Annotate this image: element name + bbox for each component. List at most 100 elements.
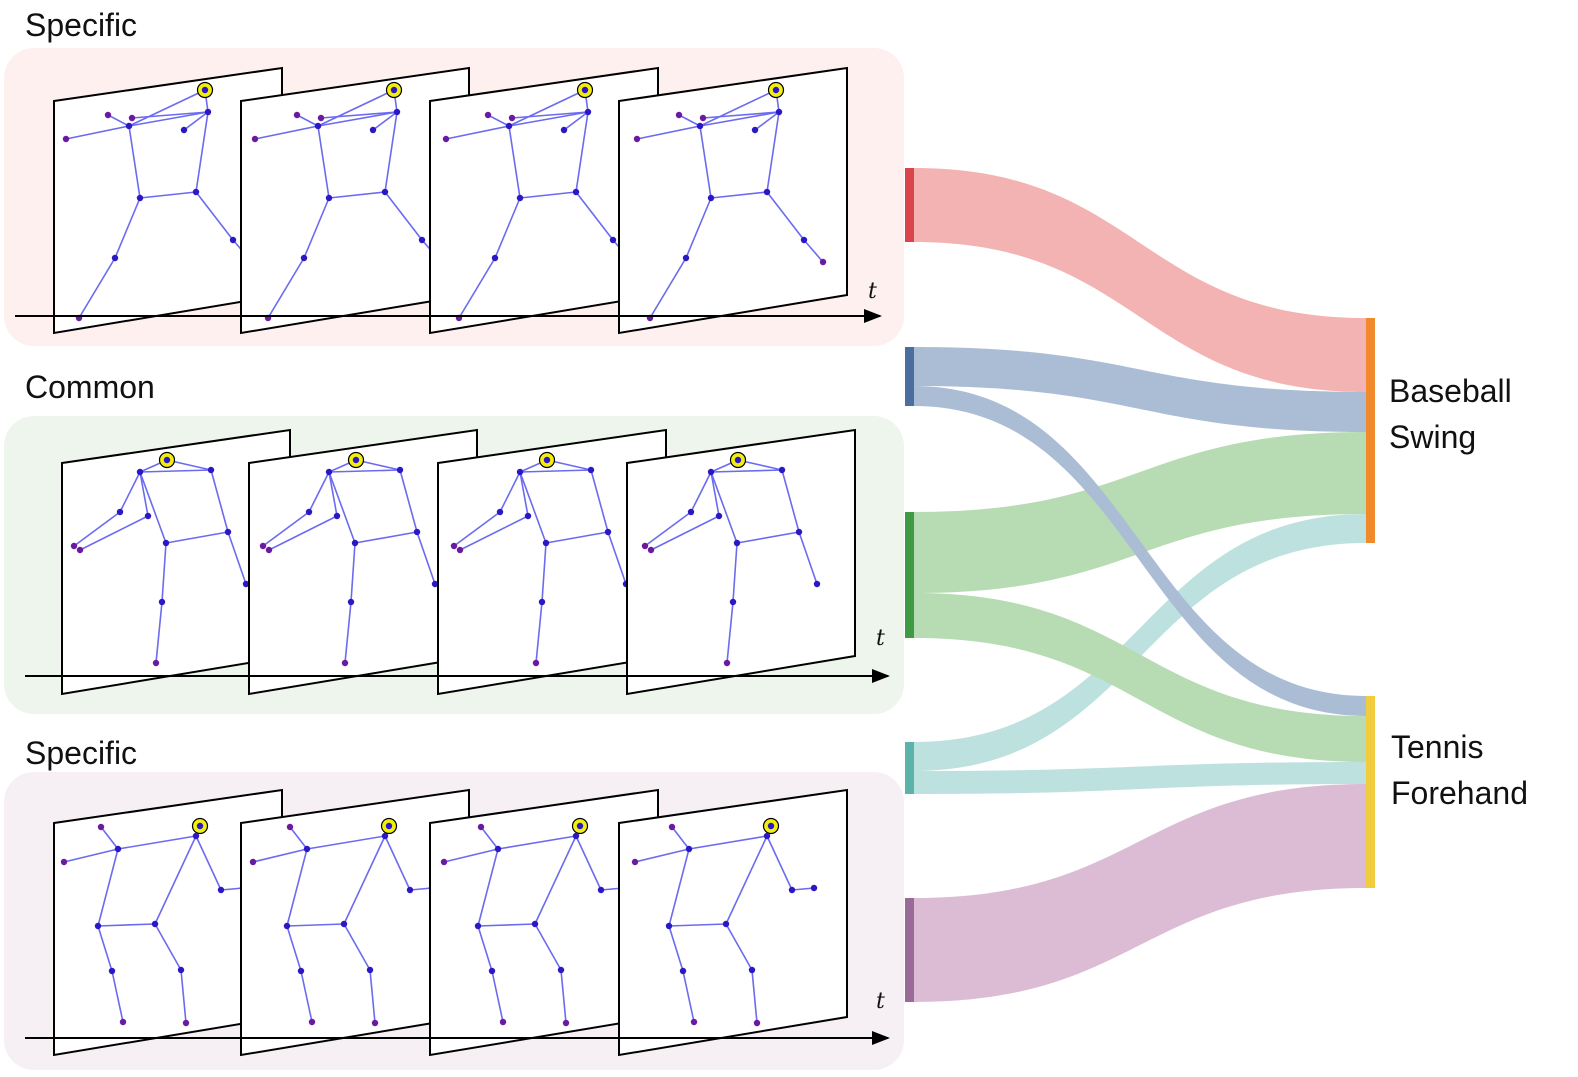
pose-frame (61, 428, 291, 696)
skeleton-bone (511, 111, 589, 119)
skeleton-joint (772, 86, 780, 94)
skeleton-bone (165, 531, 229, 544)
skeleton-bone (286, 848, 308, 927)
skeleton-bone (128, 125, 141, 199)
skeleton-bone (575, 191, 614, 241)
skeleton-bone (139, 469, 212, 473)
skeleton-joint (406, 886, 414, 894)
skeleton-joint (723, 659, 731, 667)
skeleton-bone (286, 923, 345, 927)
skeleton-joint (562, 1019, 570, 1027)
skeleton-joint (604, 528, 612, 536)
skeleton-bone (303, 197, 330, 259)
pose-frame (53, 66, 283, 335)
skeleton-joint (286, 823, 294, 831)
skeleton-joint (340, 920, 348, 928)
skeleton-bone (766, 835, 793, 891)
skeleton-bone (710, 471, 738, 544)
skeleton-joint (729, 598, 737, 606)
skeleton-bone (477, 848, 499, 927)
skeleton-joint (542, 539, 550, 547)
skeleton-joint (177, 966, 185, 974)
skeleton-bone (563, 111, 589, 131)
skeleton-joint (707, 468, 715, 476)
skeleton-joint (158, 598, 166, 606)
skeleton-bone (519, 471, 547, 544)
skeleton-joint (144, 512, 152, 520)
skeleton-bone (267, 257, 305, 319)
skeleton-joint (413, 528, 421, 536)
skeleton-bone (649, 257, 687, 319)
pose-frame (626, 428, 856, 696)
flow-red-to-baseball (914, 168, 1366, 392)
frame-sequence-common (61, 428, 856, 696)
time-axis-label-common: t (876, 626, 885, 651)
skeleton-joint (734, 456, 742, 464)
skeleton-bone (161, 542, 167, 603)
skeleton-bone (459, 515, 529, 551)
skeleton-bone (154, 835, 197, 925)
skeleton-bone (575, 111, 589, 193)
skeleton-bone (111, 970, 124, 1023)
skeleton-bone (384, 835, 411, 891)
skeleton-bone (128, 111, 209, 127)
skeleton-joint (456, 546, 464, 554)
pose-frame (429, 66, 659, 335)
skeleton-joint (800, 236, 808, 244)
skeleton-joint (393, 108, 401, 116)
skeleton-bone (445, 125, 510, 140)
skeleton-bone (508, 89, 586, 127)
skeleton-bone (791, 887, 815, 891)
skeleton-bone (682, 970, 695, 1023)
skeleton-joint (192, 832, 200, 840)
skeleton-bone (519, 469, 592, 473)
skeleton-joint (265, 546, 273, 554)
skeleton-joint (584, 108, 592, 116)
skeleton-joint (136, 194, 144, 202)
skeleton-joint (581, 86, 589, 94)
skeleton-joint (303, 845, 311, 853)
skeleton-joint (531, 920, 539, 928)
skeleton-joint (560, 126, 568, 134)
skeleton-bone (79, 515, 149, 551)
skeleton-bone (458, 257, 496, 319)
frame-card (626, 428, 856, 696)
skeleton-joint (104, 111, 112, 119)
skeleton-joint (572, 188, 580, 196)
skeleton-bone (480, 826, 499, 850)
skeleton-joint (696, 122, 704, 130)
skeleton-joint (108, 967, 116, 975)
skeleton-joint (70, 542, 78, 550)
skeleton-bone (350, 542, 356, 603)
skeleton-joint (685, 845, 693, 853)
skeleton-joint (162, 539, 170, 547)
skeleton-bone (119, 471, 141, 513)
skeleton-joint (440, 858, 448, 866)
skeleton-joint (128, 114, 136, 122)
skeleton-bone (725, 835, 768, 925)
skeleton-bone (699, 111, 780, 127)
skeleton-bone (519, 191, 577, 199)
skeleton-joint (707, 194, 715, 202)
skeleton-joint (763, 832, 771, 840)
skeleton-joint (366, 966, 374, 974)
skeleton-bone (78, 257, 116, 319)
skeleton-joint (699, 114, 707, 122)
skeleton-bone (317, 125, 330, 199)
skeleton-joint (297, 967, 305, 975)
skeleton-joint (538, 598, 546, 606)
skeleton-joint (305, 508, 313, 516)
skeleton-joint (351, 539, 359, 547)
skeleton-joint (293, 111, 301, 119)
skeleton-joint (690, 1018, 698, 1026)
frame-sequence-specific-bottom (53, 788, 848, 1057)
skeleton-bone (688, 835, 768, 850)
skeleton-bone (320, 111, 398, 119)
skeleton-bone (535, 601, 543, 664)
skeleton-bone (195, 835, 222, 891)
skeleton-bone (328, 469, 401, 473)
skeleton-joint (647, 546, 655, 554)
skeleton-bone (710, 469, 783, 473)
skeleton-joint (251, 135, 259, 143)
skeleton-joint (508, 114, 516, 122)
